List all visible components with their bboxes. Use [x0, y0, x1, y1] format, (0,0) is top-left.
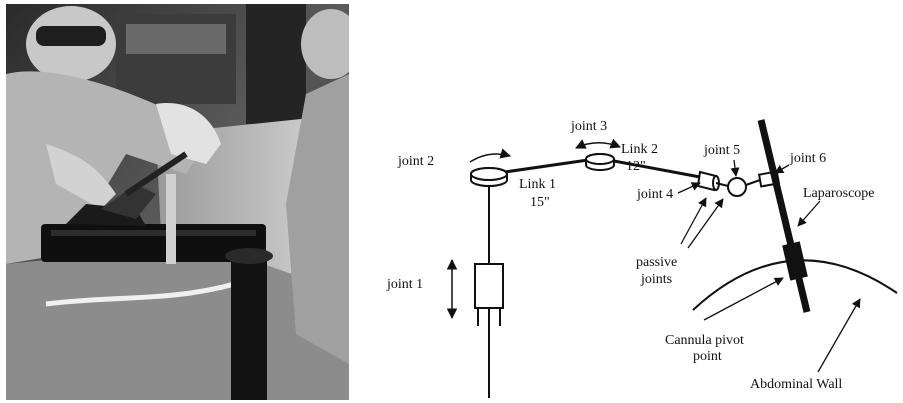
joint-6-label: joint 6 [789, 151, 826, 166]
cannula-label-line1: Cannula pivot [665, 333, 744, 348]
joint-5-label: joint 5 [703, 143, 740, 158]
link-2-length: 12" [626, 159, 646, 174]
joint-4-cylinder [696, 170, 718, 192]
joint-2-label: joint 2 [397, 154, 434, 169]
link-1-name: Link 1 [519, 177, 556, 192]
joint-2-disc [470, 167, 508, 181]
joint-4-label: joint 4 [636, 187, 673, 202]
joint-6-cylinder [757, 170, 781, 188]
cannula-label-line2: point [693, 349, 722, 364]
cannula [782, 241, 808, 281]
abdominal-wall-arc [692, 259, 898, 311]
laparoscope-label: Laparoscope [803, 186, 875, 201]
link-2-name: Link 2 [621, 142, 658, 157]
abdominal-wall-label: Abdominal Wall [750, 377, 842, 392]
surgery-photo [6, 4, 349, 400]
link-2 [613, 159, 701, 179]
joint-3-disc [585, 153, 615, 165]
laparoscope-shaft [757, 119, 811, 313]
link-1 [504, 158, 589, 174]
joint-3-label: joint 3 [570, 119, 607, 134]
joint-1-cylinder [474, 263, 504, 309]
link-1-length: 15" [530, 195, 550, 210]
joint-1-label: joint 1 [386, 277, 423, 292]
joint-5-ball [727, 177, 747, 197]
passive-joints-label-line2: joints [640, 272, 672, 287]
passive-joints-label-line1: passive [636, 255, 677, 270]
